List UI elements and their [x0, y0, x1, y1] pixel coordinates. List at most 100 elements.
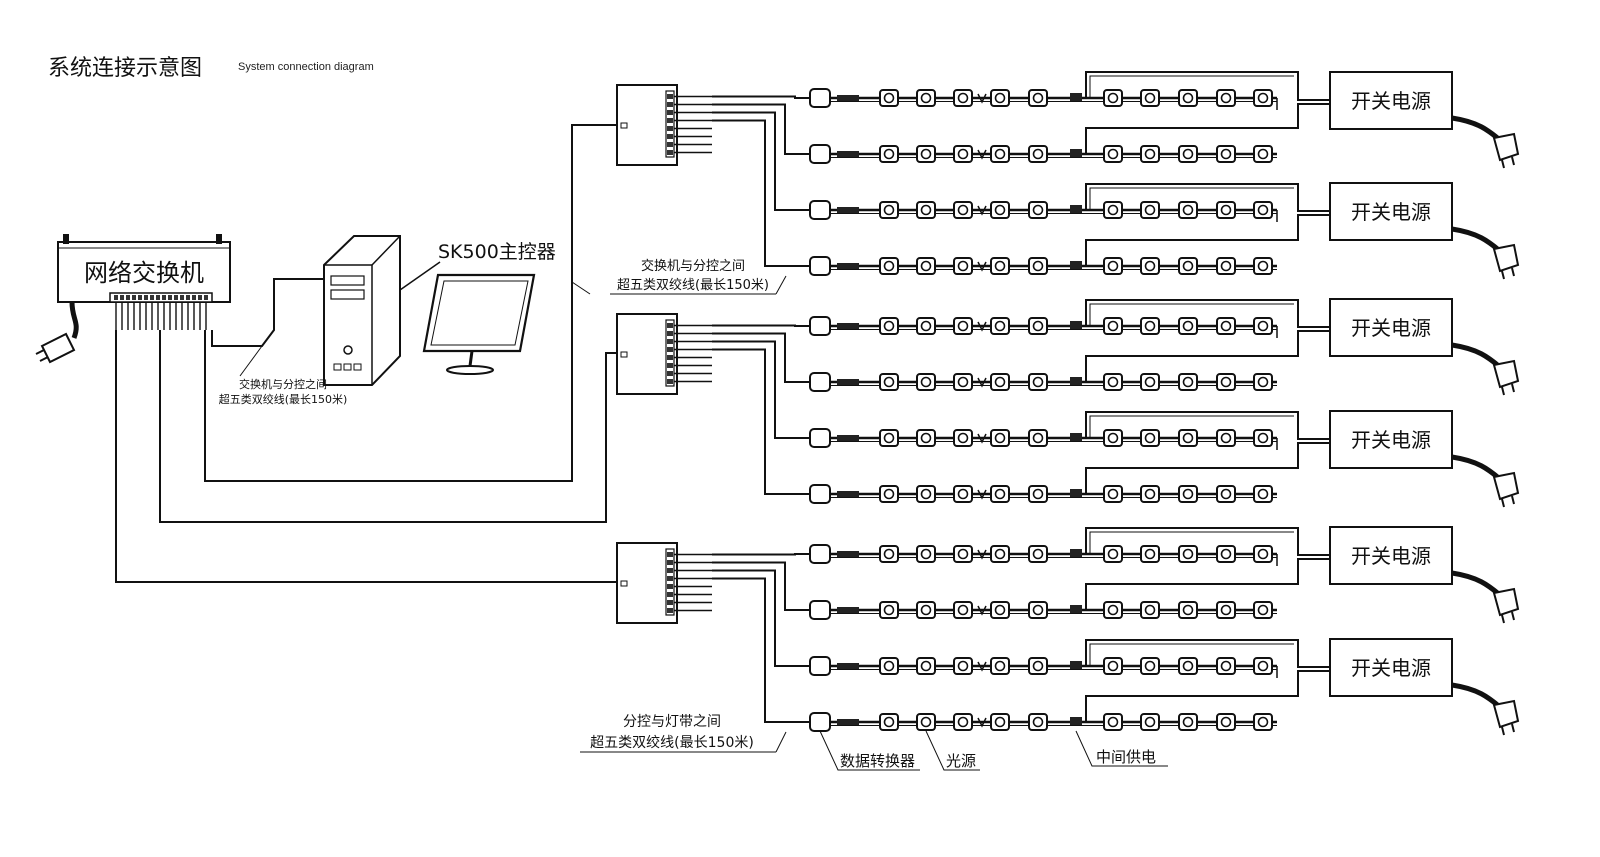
sub-controller-port [667, 331, 673, 336]
light-source [953, 257, 973, 275]
power-feed-line [1085, 670, 1330, 722]
power-feed-line [1085, 411, 1330, 440]
data-converter [809, 144, 831, 164]
light-source [916, 145, 936, 163]
switch-to-subcontroller-2-cable [159, 330, 617, 523]
sub-controller-port [667, 584, 673, 589]
light-lens [1032, 660, 1044, 672]
mid-power-joint [1070, 433, 1082, 441]
light-source [916, 545, 936, 563]
plug-icon [1492, 359, 1520, 389]
light-lens [883, 660, 895, 672]
light-source [990, 601, 1010, 619]
connector [837, 379, 859, 385]
connector [837, 491, 859, 497]
sub-controller-port-strip [665, 90, 675, 158]
light-source [1028, 373, 1048, 391]
light-source [1178, 657, 1198, 675]
light-source [916, 317, 936, 335]
power-supply-box [1329, 298, 1453, 357]
callout-leader-line [925, 730, 980, 771]
light-source [953, 657, 973, 675]
light-source [1140, 373, 1160, 391]
light-source [1140, 545, 1160, 563]
power-supply-box [1329, 638, 1453, 697]
switch-body [57, 241, 231, 303]
light-lens [920, 204, 932, 216]
power-feed-line [1085, 442, 1330, 494]
light-source [1140, 89, 1160, 107]
power-feed-line [1089, 531, 1294, 554]
data-converter [809, 712, 831, 732]
mid-power-joint [1070, 261, 1082, 269]
power-feed-line [1085, 214, 1330, 266]
subcontroller-to-strip-cable [712, 103, 810, 155]
strip-joint [977, 321, 987, 332]
light-lens [1107, 548, 1119, 560]
mid-power-joint [1070, 377, 1082, 385]
led-strip [809, 484, 1277, 504]
light-source [1253, 201, 1273, 219]
light-lens [883, 204, 895, 216]
power-feed-line [1085, 299, 1330, 328]
light-source [1103, 373, 1123, 391]
light-lens [994, 204, 1006, 216]
cable-note-line2: 超五类双绞线(最长150米) [219, 392, 348, 406]
light-lens [1257, 204, 1269, 216]
light-source [1216, 89, 1236, 107]
strip-joint [977, 661, 987, 672]
light-lens [994, 660, 1006, 672]
light-lens [920, 432, 932, 444]
light-lens [1107, 204, 1119, 216]
light-lens [883, 604, 895, 616]
light-source [879, 485, 899, 503]
power-feed-line [1089, 187, 1294, 210]
light-lens [957, 148, 969, 160]
switch-port [114, 295, 118, 300]
led-strip [809, 144, 1277, 164]
light-lens [1032, 548, 1044, 560]
light-source [1178, 601, 1198, 619]
plug-pin [1501, 386, 1505, 396]
light-source [1140, 657, 1160, 675]
light-lens [1182, 548, 1194, 560]
connector [837, 151, 859, 157]
pc-drive-bay [330, 289, 365, 300]
light-source [990, 257, 1010, 275]
light-lens [920, 92, 932, 104]
light-source [1103, 257, 1123, 275]
light-lens [1257, 92, 1269, 104]
light-lens [1257, 148, 1269, 160]
power-feed-line [1085, 71, 1330, 101]
light-lens [1220, 92, 1232, 104]
light-lens [883, 548, 895, 560]
light-source [1103, 89, 1123, 107]
sub-controller [616, 84, 712, 166]
controller-label: SK500主控器 [438, 241, 556, 263]
light-source [1253, 601, 1273, 619]
strip-joint [977, 261, 987, 272]
plug-pin [1511, 267, 1515, 277]
power-supply: 开关电源 [1085, 182, 1520, 280]
light-source [1140, 257, 1160, 275]
power-feed-line [1085, 558, 1330, 610]
light-lens [883, 92, 895, 104]
connector [837, 263, 859, 269]
light-source [990, 657, 1010, 675]
light-source [916, 657, 936, 675]
light-source [879, 429, 899, 447]
light-source [953, 145, 973, 163]
data-converter-callout: 数据转换器 [840, 752, 915, 770]
light-source [1178, 429, 1198, 447]
light-lens [1032, 488, 1044, 500]
strip-joint [977, 149, 987, 160]
light-source [1103, 429, 1123, 447]
light-source [1216, 317, 1236, 335]
light-source [1103, 201, 1123, 219]
switch-port [150, 295, 154, 300]
light-lens [1257, 660, 1269, 672]
light-source [1178, 485, 1198, 503]
light-source [1103, 601, 1123, 619]
sub-controller-port [667, 126, 673, 131]
light-lens [1032, 432, 1044, 444]
